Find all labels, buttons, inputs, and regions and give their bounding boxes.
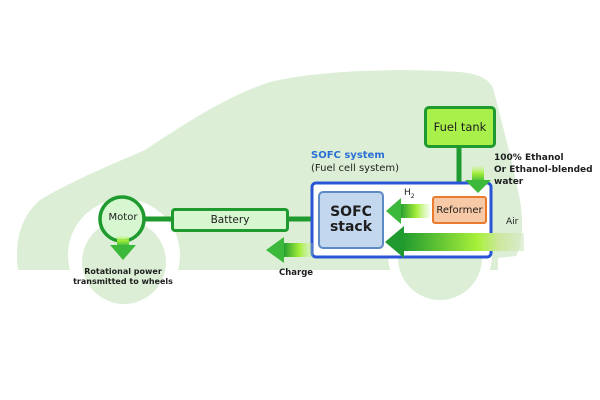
sofc-stack-label-line1: SOFC bbox=[330, 204, 372, 220]
charge-flow-arrow bbox=[266, 237, 313, 263]
rotational-power-line1: Rotational power bbox=[84, 267, 162, 276]
fuel-description-line1: 100% Ethanol bbox=[494, 153, 564, 163]
fuel-tank-label: Fuel tank bbox=[433, 120, 487, 134]
battery-label: Battery bbox=[210, 214, 250, 226]
fuel-flow-arrow bbox=[465, 166, 491, 193]
sofc-system-title: SOFC system bbox=[311, 150, 385, 161]
motor-label: Motor bbox=[108, 212, 138, 223]
rotational-power-arrow bbox=[110, 236, 136, 260]
sofc-system-subtitle: (Fuel cell system) bbox=[311, 163, 399, 174]
air-flow-arrow bbox=[385, 226, 524, 258]
sofc-stack-label-line2: stack bbox=[329, 219, 373, 235]
reformer-node: Reformer bbox=[432, 196, 487, 224]
air-label: Air bbox=[506, 217, 519, 227]
fuel-description-line3: water bbox=[494, 177, 524, 187]
rotational-power-label: Rotational power transmitted to wheels bbox=[68, 267, 178, 287]
h2-flow-arrow bbox=[386, 198, 430, 224]
battery-node: Battery bbox=[171, 208, 289, 232]
h2-label-subscript: 2 bbox=[410, 192, 415, 200]
rotational-power-line2: transmitted to wheels bbox=[73, 277, 173, 286]
charge-label: Charge bbox=[279, 268, 314, 278]
front-wheel bbox=[82, 220, 166, 304]
fuel-tank-node: Fuel tank bbox=[424, 106, 496, 148]
sofc-stack-node: SOFC stack bbox=[318, 191, 384, 249]
h2-label-main: H bbox=[404, 188, 411, 198]
h2-label: H2 bbox=[404, 188, 415, 200]
reformer-label: Reformer bbox=[436, 204, 483, 216]
fuel-description-line2: Or Ethanol-blended bbox=[494, 165, 593, 175]
fuel-description: 100% Ethanol Or Ethanol-blended water bbox=[494, 152, 593, 188]
